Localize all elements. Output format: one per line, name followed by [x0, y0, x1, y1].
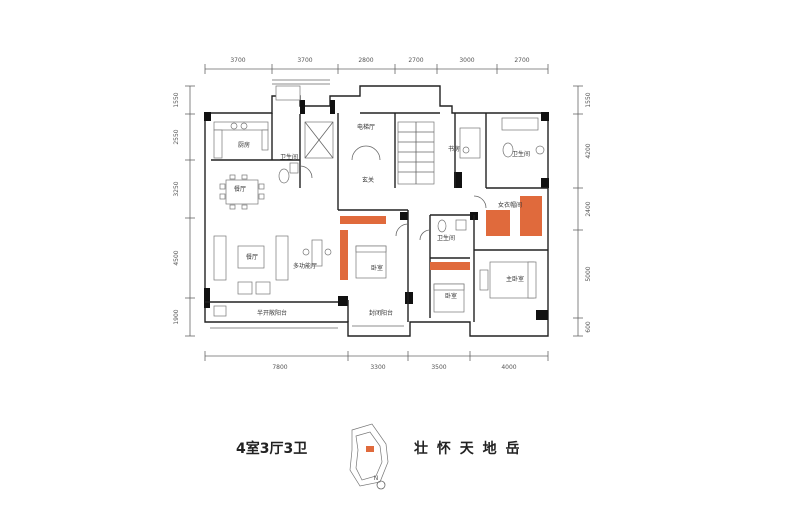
dim-left-5: 1900 — [173, 309, 180, 324]
entry-railing — [272, 79, 330, 101]
north-arrow-icon: N — [374, 475, 386, 490]
dining-table — [219, 174, 265, 210]
dim-top-5: 3000 — [459, 57, 474, 64]
room-label-bedroom-2: 卧室 — [445, 292, 457, 300]
dim-left-4: 4500 — [173, 250, 180, 265]
mid-bath-fixtures — [437, 219, 467, 233]
dim-top-6: 2700 — [514, 57, 529, 64]
kitchen-fixtures — [213, 121, 269, 159]
room-label-dining: 餐厅 — [234, 185, 246, 193]
dimension-labels-top: 3700 3700 2800 2700 3000 2700 — [230, 57, 529, 64]
room-label-half-open-balcony: 半开敞阳台 — [257, 309, 287, 317]
dim-right-5: 600 — [585, 321, 592, 333]
dimension-labels-right: 1550 4200 2400 5000 600 — [585, 92, 592, 333]
dimension-lines — [185, 64, 583, 361]
dim-top-1: 3700 — [230, 57, 245, 64]
balcony-rail — [210, 305, 404, 329]
master-bed — [479, 261, 537, 299]
room-label-bath-right: 卫生间 — [512, 150, 530, 158]
right-bath-fixtures — [501, 117, 545, 158]
room-label-bedroom-1: 卧室 — [371, 264, 383, 272]
dim-left-1: 1550 — [173, 92, 180, 107]
dimension-labels-left: 1550 2550 3250 4500 1900 — [173, 92, 180, 324]
wardrobes-accent — [340, 196, 542, 280]
dim-top-3: 2800 — [358, 57, 373, 64]
dim-right-2: 4200 — [585, 143, 592, 158]
room-label-bath-left: 卫生间 — [280, 153, 298, 161]
dim-right-4: 5000 — [585, 266, 592, 281]
key-plan — [349, 423, 389, 487]
dim-top-2: 3700 — [297, 57, 312, 64]
project-name: 壮 怀 天 地 岳 — [414, 441, 522, 457]
dimension-labels-bottom: 7800 3300 3500 4000 — [272, 364, 516, 371]
living-sofa-set — [213, 235, 289, 295]
dim-bottom-3: 3500 — [431, 364, 446, 371]
room-label-living: 餐厅 — [246, 253, 258, 261]
room-label-closed-balcony: 封闭阳台 — [369, 309, 393, 317]
layout-caption: 4室3厅3卫 — [236, 441, 308, 457]
walls — [204, 85, 549, 337]
room-label-walk-in-closet: 女衣帽间 — [498, 201, 522, 209]
dim-right-3: 2400 — [585, 201, 592, 216]
dim-top-4: 2700 — [408, 57, 423, 64]
bedroom-2-bed — [433, 283, 465, 313]
room-label-elevator-hall: 电梯厅 — [357, 123, 375, 131]
dim-right-1: 1550 — [585, 92, 592, 107]
study-desk — [459, 127, 481, 159]
room-label-kitchen: 厨房 — [238, 141, 250, 149]
room-label-study: 书房 — [448, 145, 460, 153]
dim-bottom-2: 3300 — [370, 364, 385, 371]
room-label-master-bedroom: 主卧室 — [506, 275, 524, 283]
dim-left-2: 2550 — [173, 129, 180, 144]
doors — [299, 145, 487, 241]
dim-left-3: 3250 — [173, 181, 180, 196]
room-label-bath-mid: 卫生间 — [437, 234, 455, 242]
compass-label: N — [374, 475, 379, 482]
multi-hall-table — [302, 239, 332, 267]
room-label-multi-hall: 多功能厅 — [293, 262, 317, 270]
dim-bottom-4: 4000 — [501, 364, 516, 371]
staircase — [397, 121, 435, 185]
dim-bottom-1: 7800 — [272, 364, 287, 371]
elevator-shaft — [304, 121, 334, 159]
room-label-foyer: 玄关 — [362, 176, 374, 184]
bedroom-1-bed — [355, 245, 387, 279]
room-labels: 厨房 卫生间 餐厅 餐厅 多功能厅 电梯厅 玄关 书房 卫生间 女衣帽间 卫生间… — [234, 123, 530, 317]
left-bath-fixtures — [278, 162, 299, 184]
